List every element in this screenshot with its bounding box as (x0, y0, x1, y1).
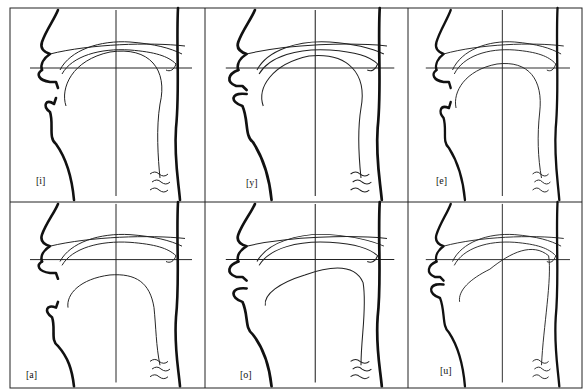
vowel-label: [o] (240, 370, 252, 380)
vowel-label: [e] (436, 176, 447, 186)
vowel-label: [a] (26, 370, 37, 380)
vowel-label: [u] (440, 366, 452, 376)
vowel-label: [y] (246, 178, 258, 188)
vowel-label: [i] (36, 176, 45, 186)
